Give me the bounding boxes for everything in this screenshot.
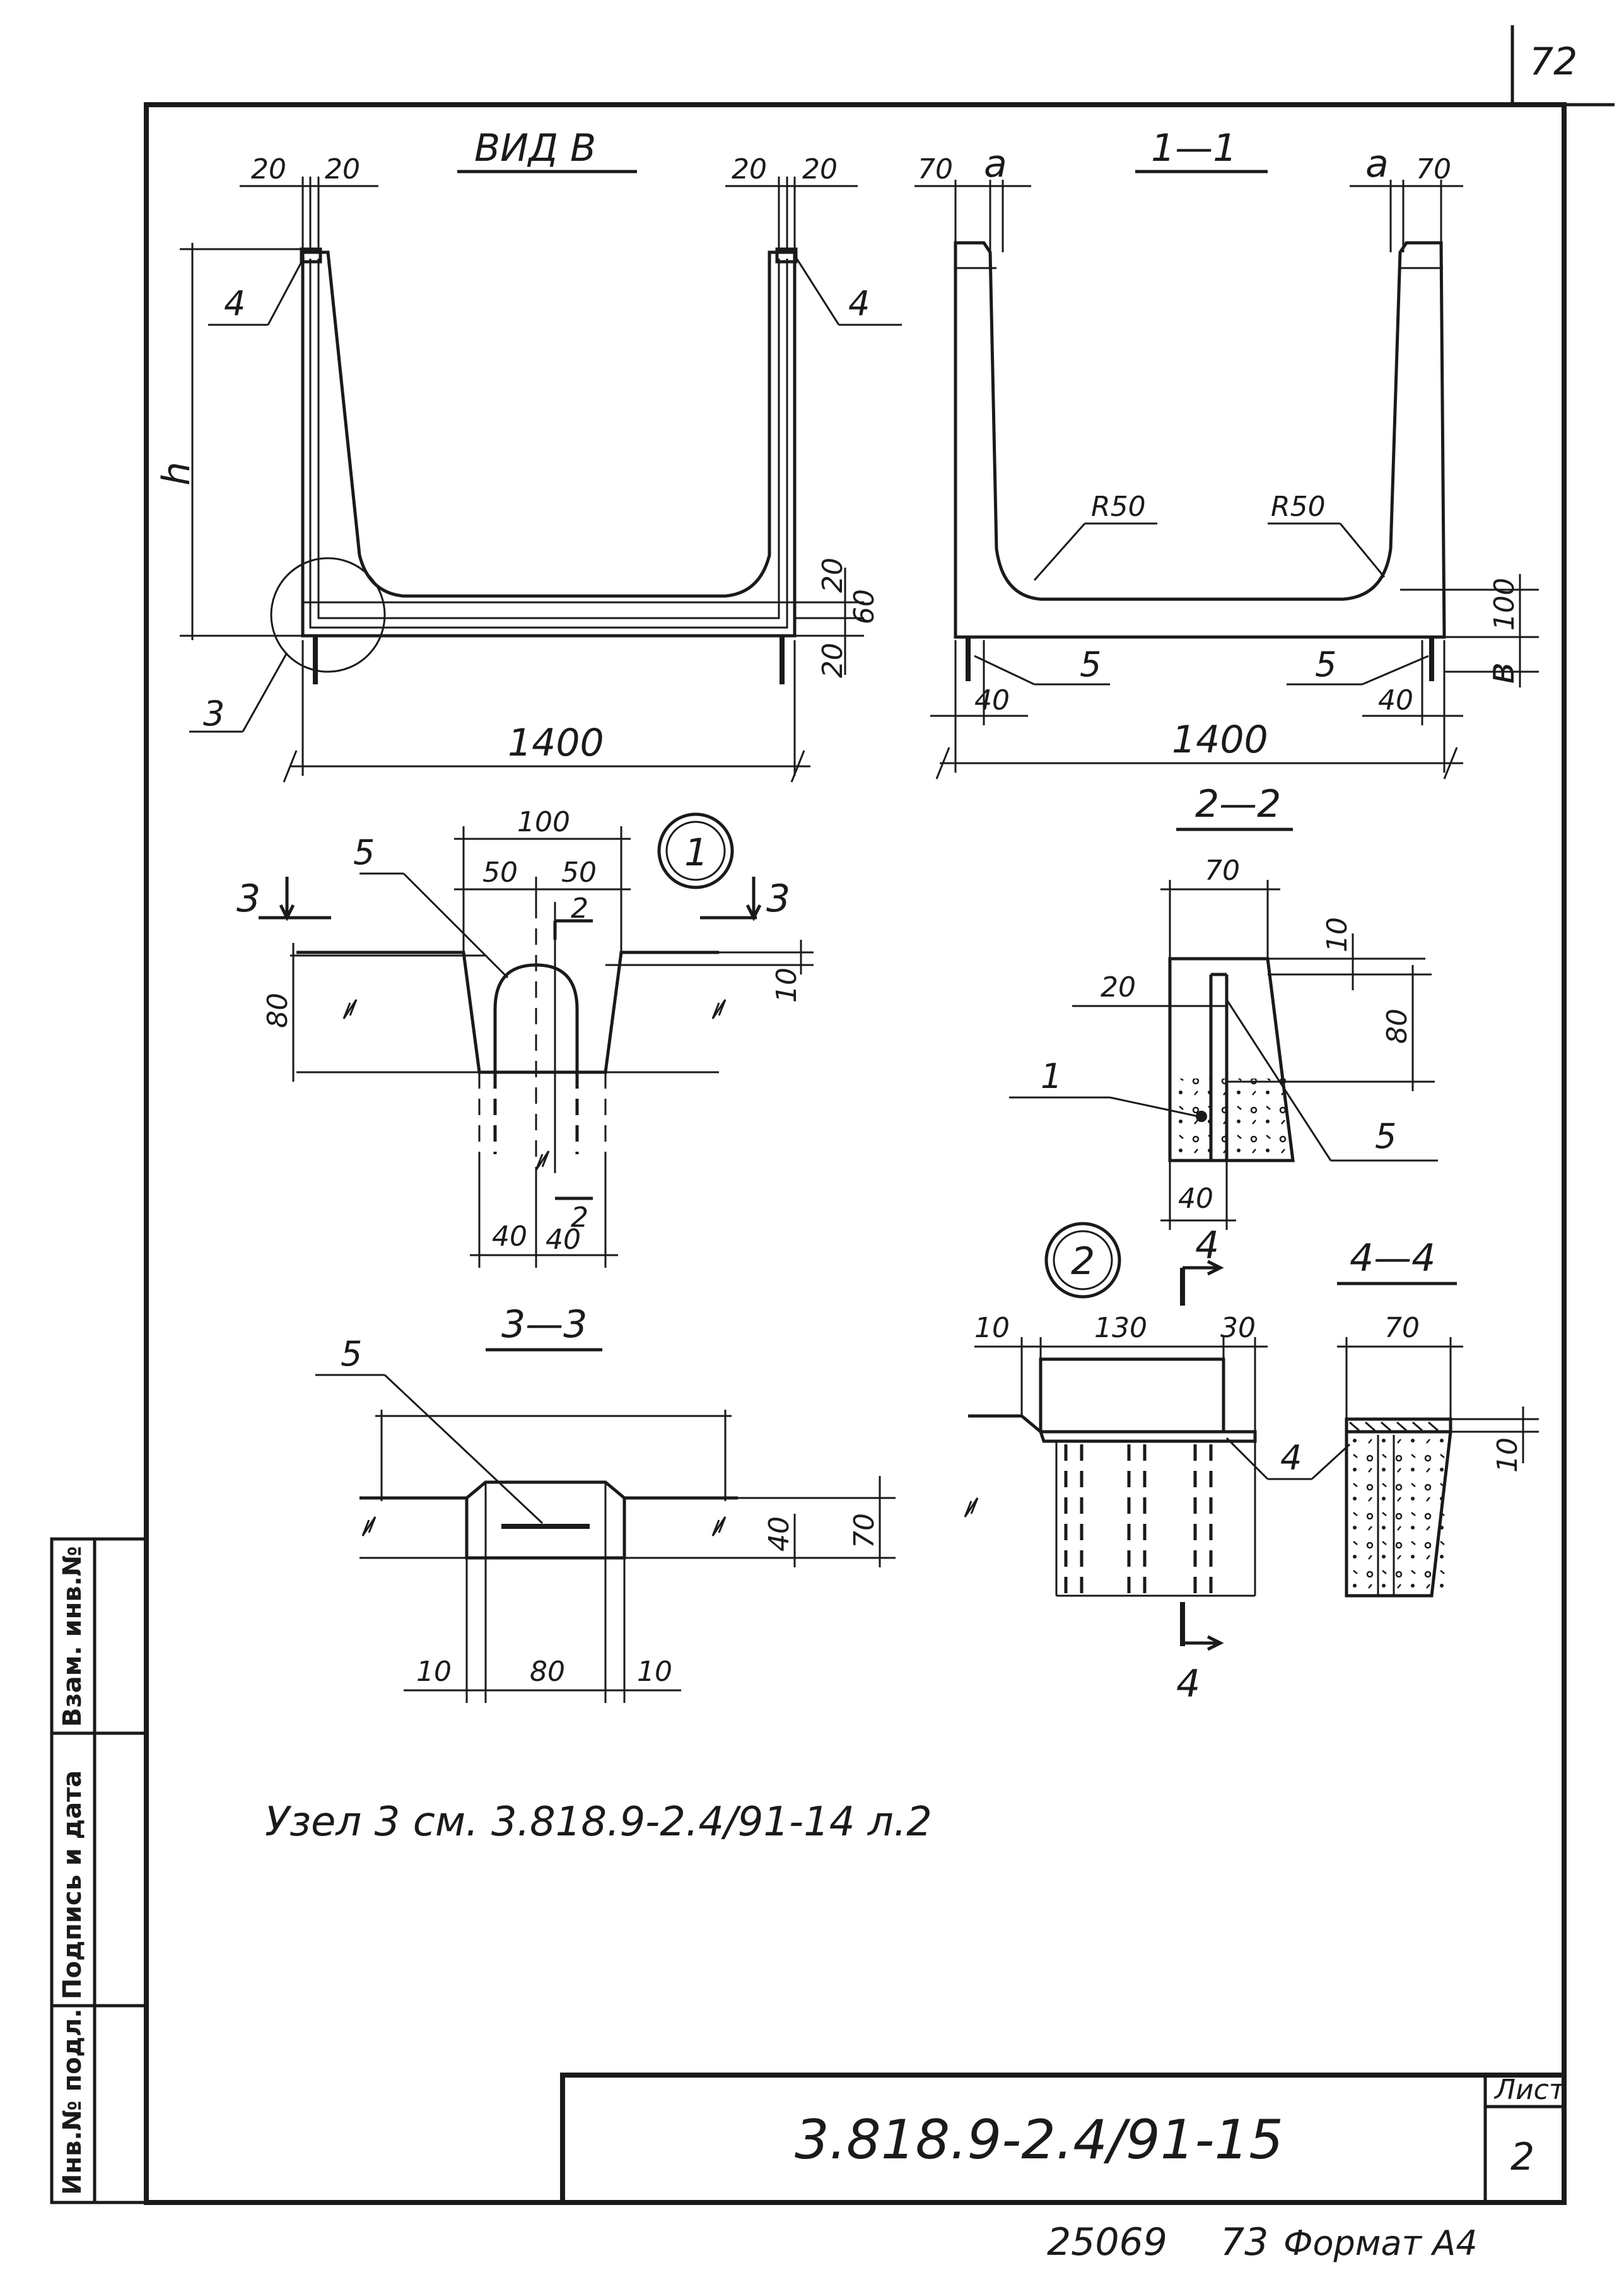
vid-b-label-3: 3 — [203, 694, 225, 734]
title-block: 3.818.9-2.4/91-15 Лист 2 — [560, 2073, 1567, 2205]
section-4-4: 4—4 70 10 — [1337, 1236, 1539, 1598]
s11-dim-70-right: 70 — [1416, 153, 1451, 185]
s33-dim-70: 70 — [848, 1513, 880, 1548]
section-1-1: 1—1 70 a a 70 R50 R50 5 5 — [914, 126, 1539, 780]
node-1-mark-2-bottom: 2 — [571, 1202, 588, 1234]
s11-bottom-dim-left: 40 — [974, 684, 1010, 717]
node-1-badge: 1 — [684, 831, 708, 875]
node-2: 2 4 4 10 130 30 4 — [964, 1222, 1351, 1706]
stamp-vzam-inv: Взам. инв.№ — [58, 1546, 87, 1727]
s22-dim-20: 20 — [1101, 971, 1136, 1003]
s11-dim-a-left: a — [984, 142, 1007, 186]
s33-dim-40: 40 — [763, 1516, 795, 1552]
node-2-dim-10: 10 — [974, 1312, 1010, 1344]
node-1-dim-50-left: 50 — [482, 857, 518, 889]
side-stamp: Инв.№ подл. Подпись и дата Взам. инв.№ — [50, 1537, 148, 2204]
s33-label-5: 5 — [341, 1334, 362, 1374]
vid-b-side-dim-20b: 20 — [817, 643, 849, 678]
s11-width: 1400 — [1172, 718, 1268, 762]
node-1: 1 100 50 50 80 10 — [237, 806, 814, 1268]
node-1-dim-50-right: 50 — [561, 857, 597, 889]
view-vid-b: ВИД В 20 20 20 20 h 4 4 — [155, 126, 902, 783]
s44-dim-70: 70 — [1384, 1312, 1420, 1344]
node-2-label-4: 4 — [1280, 1438, 1302, 1478]
page-number: 72 — [1529, 40, 1577, 84]
footer-page: 73 — [1220, 2220, 1268, 2264]
vid-b-dim-3: 20 — [732, 153, 767, 185]
reference-note: Узел 3 см. 3.818.9-2.4/91-14 л.2 — [265, 1799, 932, 1845]
s22-label-1: 1 — [1041, 1056, 1062, 1096]
s11-side-dim-100: 100 — [1488, 578, 1521, 631]
sheet-number: 2 — [1510, 2135, 1534, 2179]
vid-b-label-4-right: 4 — [848, 284, 870, 324]
s11-side-dim-b: в — [1479, 662, 1523, 684]
s44-dim-10: 10 — [1492, 1437, 1524, 1473]
s22-dim-10: 10 — [1321, 917, 1353, 952]
stamp-podpis-data: Подпись и дата — [58, 1770, 87, 1999]
node-1-dim-40-right: 40 — [546, 1224, 581, 1256]
node-1-dim-40-left: 40 — [492, 1220, 527, 1253]
s11-label-5-left: 5 — [1080, 645, 1101, 684]
section-4-4-title: 4—4 — [1350, 1236, 1435, 1280]
vid-b-dim-4: 20 — [802, 153, 838, 185]
doc-code: 3.818.9-2.4/91-15 — [795, 2109, 1283, 2172]
vid-b-height-label: h — [155, 462, 199, 486]
node-1-mark-3-right: 3 — [766, 877, 790, 921]
s11-radius-right: R50 — [1271, 491, 1326, 523]
s22-dim-40: 40 — [1178, 1183, 1213, 1215]
section-3-3: 3—3 5 40 70 10 80 10 — [315, 1302, 896, 1703]
section-2-2-title: 2—2 — [1195, 782, 1281, 826]
sheet-label: Лист — [1493, 2074, 1566, 2106]
vid-b-label-4-left: 4 — [224, 284, 245, 324]
node-1-mark-3-left: 3 — [237, 877, 260, 921]
s33-dim-10-right: 10 — [637, 1656, 672, 1688]
footer: 25069 73 Формат А4 — [1047, 2220, 1478, 2264]
node-1-dim-100: 100 — [517, 806, 570, 838]
vid-b-dim-2: 20 — [325, 153, 360, 185]
node-1-dim-80: 80 — [262, 993, 294, 1028]
s33-dim-80: 80 — [530, 1656, 565, 1688]
section-2-2: 2—2 70 10 80 20 40 1 5 — [1009, 782, 1438, 1230]
vid-b-side-dim-20: 20 — [817, 558, 849, 593]
stamp-inv-podl: Инв.№ подл. — [58, 2008, 87, 2195]
footer-format: Формат А4 — [1283, 2223, 1478, 2263]
s11-dim-70-left: 70 — [918, 153, 953, 185]
vid-b-side-dim-60: 60 — [848, 589, 880, 624]
node-1-mark-2-top: 2 — [571, 892, 588, 925]
s11-bottom-dim-right: 40 — [1378, 684, 1413, 717]
section-1-1-title: 1—1 — [1151, 126, 1237, 170]
vid-b-width: 1400 — [508, 721, 604, 765]
s11-radius-left: R50 — [1091, 491, 1146, 523]
view-vid-b-title: ВИД В — [474, 126, 596, 170]
sheet-frame: 72 — [144, 25, 1615, 2205]
node-1-dim-10: 10 — [771, 968, 803, 1003]
node-1-label-5: 5 — [353, 833, 375, 872]
node-2-dim-130: 130 — [1094, 1312, 1147, 1344]
node-2-mark-4-top: 4 — [1195, 1224, 1219, 1268]
s11-label-5-right: 5 — [1315, 645, 1336, 684]
node-2-dim-30: 30 — [1220, 1312, 1256, 1344]
node-2-badge: 2 — [1071, 1239, 1095, 1284]
section-3-3-title: 3—3 — [501, 1302, 587, 1347]
s22-dim-80: 80 — [1381, 1009, 1413, 1044]
archive-number: 25069 — [1047, 2220, 1167, 2264]
s11-dim-a-right: a — [1365, 142, 1389, 186]
node-2-mark-4-bottom: 4 — [1176, 1662, 1200, 1706]
s22-dim-70: 70 — [1205, 855, 1240, 887]
s33-dim-10-left: 10 — [416, 1656, 452, 1688]
s22-label-5: 5 — [1375, 1116, 1396, 1156]
vid-b-dim-1: 20 — [251, 153, 286, 185]
